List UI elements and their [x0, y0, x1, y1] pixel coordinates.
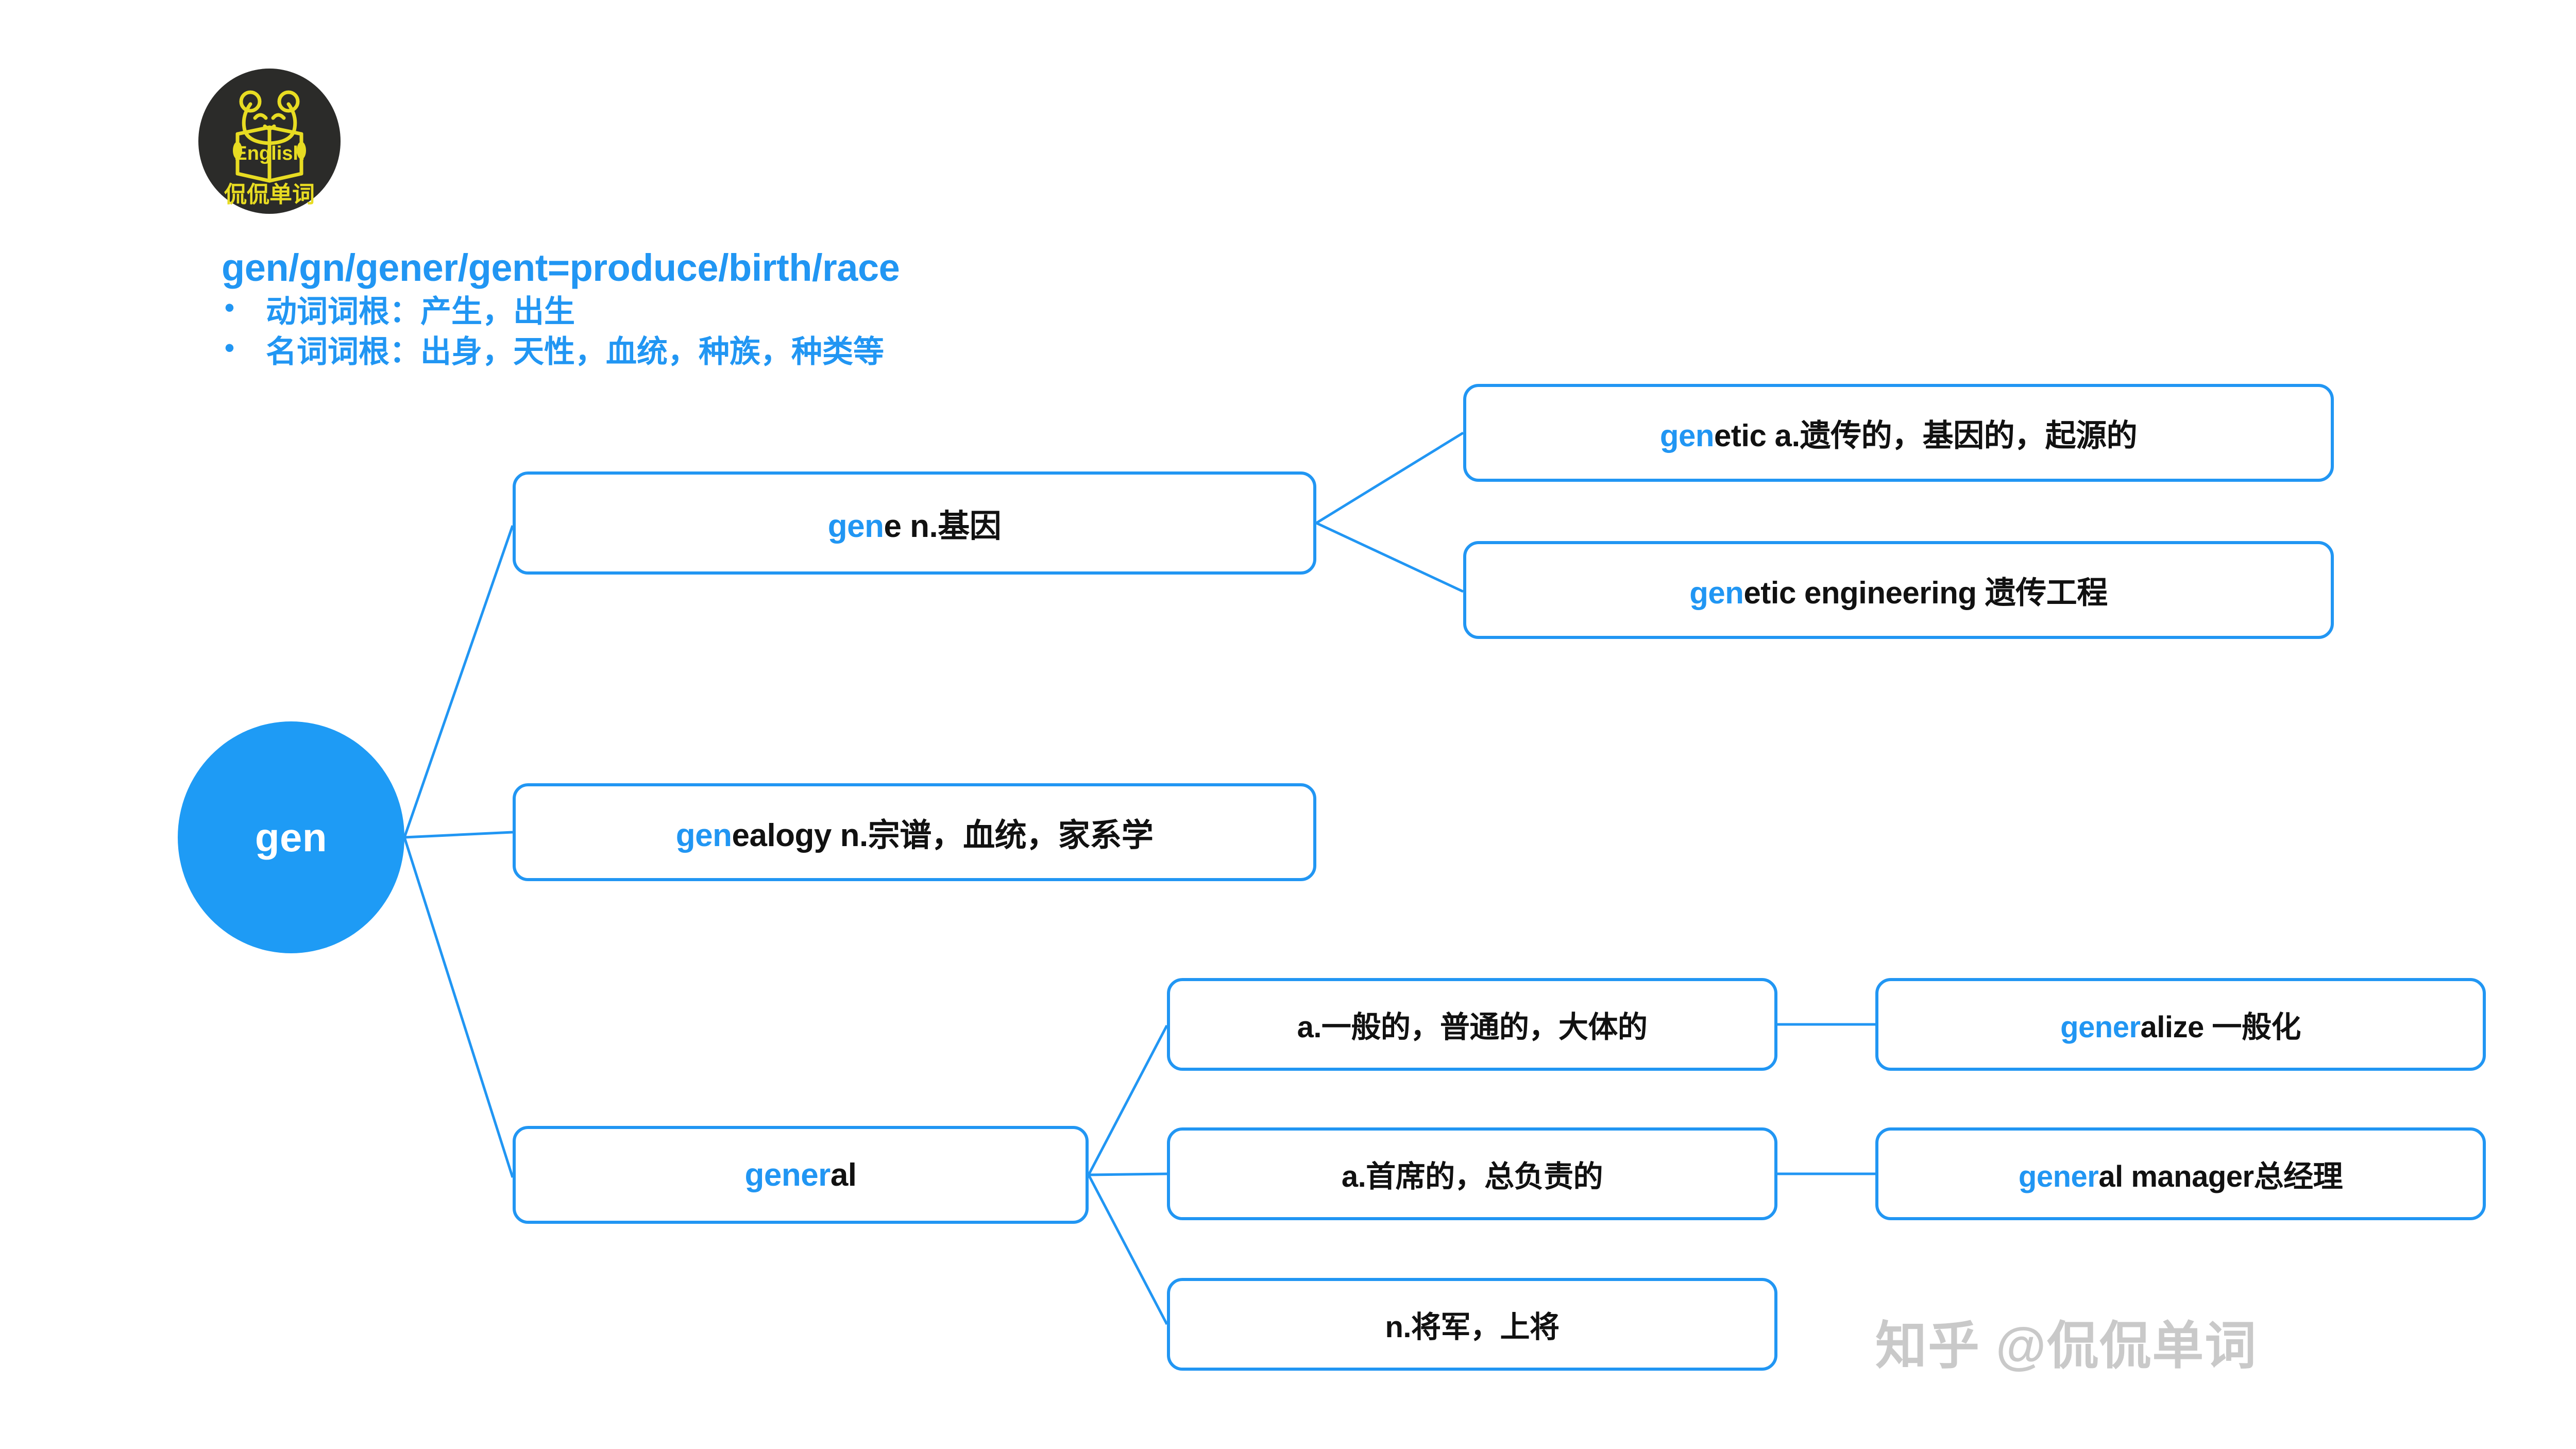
root-meaning-noun: 名词词根：出身，天性，血统，种族，种类等 — [222, 330, 1303, 372]
root-meaning-verb: 动词词根：产生，出生 — [222, 290, 1303, 332]
link-root-to-gene — [403, 525, 514, 838]
root-meaning-list: 动词词根：产生，出生 名词词根：出身，天性，血统，种族，种类等 — [222, 290, 1303, 372]
node-general-manager-text: general manager总经理 — [2018, 1160, 2343, 1193]
brand-logo: English 侃侃单词 — [197, 68, 342, 215]
node-generalize[interactable]: generalize 一般化 — [1875, 978, 2486, 1071]
node-general-text: general — [744, 1157, 857, 1193]
link-general-to-def2 — [1088, 1172, 1167, 1176]
watermark: 知乎 @侃侃单词 — [1875, 1317, 2258, 1375]
node-genetic-engineering[interactable]: genetic engineering 遗传工程 — [1463, 541, 2334, 639]
node-gene-text: gene n.基因 — [827, 509, 1002, 544]
node-general-sense-2[interactable]: a.首席的，总负责的 — [1167, 1127, 1777, 1220]
node-general-manager[interactable]: general manager总经理 — [1875, 1127, 2486, 1220]
node-general-sense-3[interactable]: n.将军，上将 — [1167, 1278, 1777, 1371]
root-definition-header: gen/gn/gener/gent=produce/birth/race 动词词… — [222, 247, 1303, 372]
root-node-gen[interactable]: gen — [178, 721, 404, 953]
link-gene-to-genetic — [1315, 431, 1464, 525]
link-root-to-general — [403, 837, 514, 1178]
logo-brand-text: English — [234, 143, 304, 164]
link-general-to-def1 — [1087, 1024, 1168, 1176]
node-genetic[interactable]: genetic a.遗传的，基因的，起源的 — [1463, 384, 2334, 482]
link-general-to-def3 — [1087, 1174, 1168, 1325]
logo-sub-text: 侃侃单词 — [224, 182, 315, 207]
node-general-sense-2-text: a.首席的，总负责的 — [1341, 1160, 1603, 1193]
node-general[interactable]: general — [513, 1126, 1089, 1224]
node-genealogy-text: genealogy n.宗谱，血统，家系学 — [675, 818, 1154, 853]
link-gene-to-genetic-engineering — [1315, 521, 1464, 593]
link-root-to-genealogy — [404, 831, 513, 839]
node-general-sense-1[interactable]: a.一般的，普通的，大体的 — [1167, 978, 1777, 1071]
panda-reading-book-icon: English 侃侃单词 — [198, 69, 341, 214]
root-equation: gen/gn/gener/gent=produce/birth/race — [222, 246, 900, 289]
node-genealogy[interactable]: genealogy n.宗谱，血统，家系学 — [513, 783, 1316, 881]
node-gene[interactable]: gene n.基因 — [513, 471, 1316, 575]
node-general-sense-1-text: a.一般的，普通的，大体的 — [1297, 1010, 1648, 1044]
node-general-sense-3-text: n.将军，上将 — [1385, 1310, 1560, 1344]
node-genetic-engineering-text: genetic engineering 遗传工程 — [1689, 575, 2108, 610]
node-genetic-text: genetic a.遗传的，基因的，起源的 — [1659, 418, 2138, 453]
root-node-label: gen — [255, 814, 328, 860]
node-generalize-text: generalize 一般化 — [2060, 1010, 2301, 1044]
